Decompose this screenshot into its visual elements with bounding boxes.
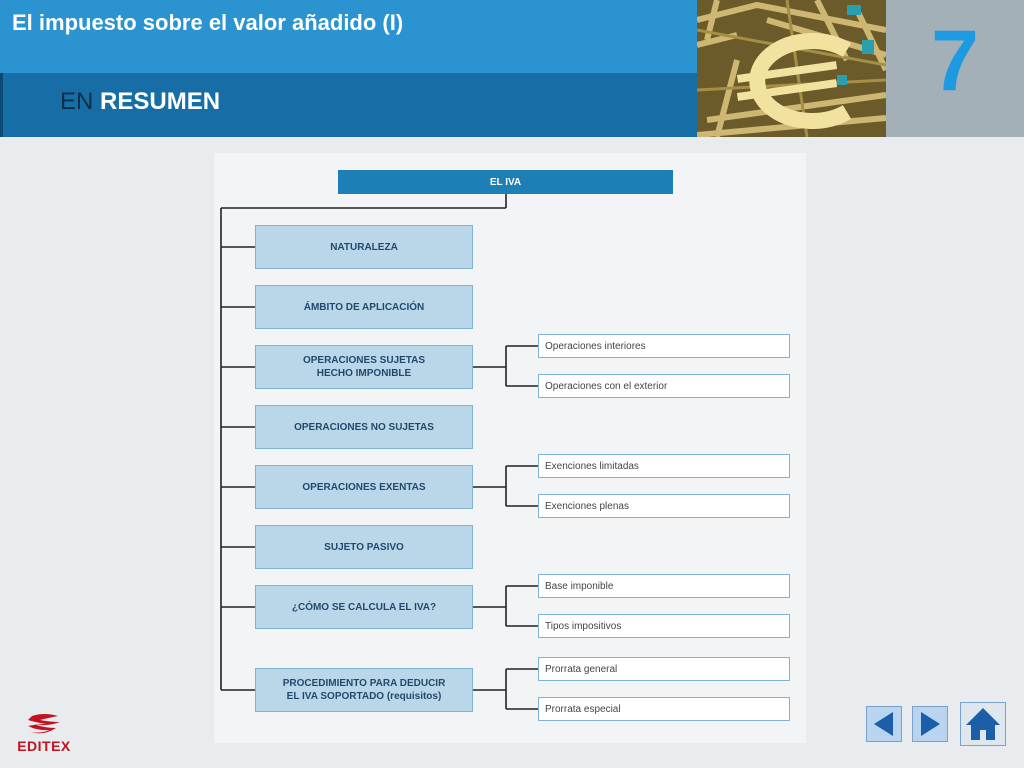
leaf-node-5-1: Exenciones limitadas — [538, 454, 790, 478]
leaf-node-8-2-text: Prorrata especial — [545, 703, 621, 715]
main-node-3: OPERACIONES SUJETAS HECHO IMPONIBLE — [255, 345, 473, 389]
main-node-6-text: SUJETO PASIVO — [324, 541, 404, 553]
editex-logo: EDITEX — [10, 712, 78, 758]
main-node-8-text: EL IVA SOPORTADO (requisitos) — [286, 691, 442, 702]
house-icon — [966, 708, 1000, 740]
logo-text: EDITEX — [17, 738, 71, 754]
leaf-node-3-1-text: Operaciones interiores — [545, 340, 646, 352]
subtitle-rest: RESUMEN — [100, 88, 221, 115]
slide-title: El impuesto sobre el valor añadido (I) — [12, 10, 404, 35]
main-node-6: SUJETO PASIVO — [255, 525, 473, 569]
leaf-node-8-1-text: Prorrata general — [545, 663, 618, 675]
header-bar-bottom — [0, 73, 697, 137]
leaf-node-3-2: Operaciones con el exterior — [538, 374, 790, 398]
main-node-7-text: ¿CÓMO SE CALCULA EL IVA? — [291, 601, 437, 613]
main-node-4: OPERACIONES NO SUJETAS — [255, 405, 473, 449]
diagram-panel: EL IVA NATURALEZA ÁMBITO DE APLICACIÓN OPER… — [214, 153, 806, 743]
connector-lines — [220, 194, 538, 710]
main-node-5: OPERACIONES EXENTAS — [255, 465, 473, 509]
main-node-2: ÁMBITO DE APLICACIÓN — [255, 285, 473, 329]
maze-euro-image — [697, 0, 886, 137]
main-node-1-text: NATURALEZA — [330, 241, 398, 253]
main-node-2-text: ÁMBITO DE APLICACIÓN — [303, 301, 425, 313]
home-button[interactable] — [960, 702, 1006, 746]
slide-subtitle: EN RESUMEN — [60, 88, 220, 116]
triangle-left-icon — [874, 712, 893, 736]
leaf-node-3-2-text: Operaciones con el exterior — [545, 380, 668, 392]
main-node-3-text: OPERACIONES SUJETAS — [302, 355, 426, 366]
leaf-node-7-1: Base imponible — [538, 574, 790, 598]
main-node-4-text: OPERACIONES NO SUJETAS — [294, 421, 434, 433]
leaf-node-7-2: Tipos impositivos — [538, 614, 790, 638]
header-bar-top — [0, 0, 697, 73]
main-node-8-text: PROCEDIMIENTO PARA DEDUCIR — [282, 678, 446, 689]
subtitle-first-word: EN — [60, 88, 94, 115]
root-node-el-iva-text: EL IVA — [489, 176, 522, 188]
main-node-1: NATURALEZA — [255, 225, 473, 269]
leaf-node-5-2-text: Exenciones plenas — [545, 500, 629, 512]
leaf-node-8-2: Prorrata especial — [538, 697, 790, 721]
previous-slide-button[interactable] — [866, 706, 902, 742]
leaf-node-3-1: Operaciones interiores — [538, 334, 790, 358]
main-node-8: PROCEDIMIENTO PARA DEDUCIR EL IVA SOPORTA… — [255, 668, 473, 712]
leaf-node-5-1-text: Exenciones limitadas — [545, 460, 639, 472]
leaf-node-7-1-text: Base imponible — [545, 580, 614, 592]
logo-mark-icon — [28, 714, 60, 734]
leaf-node-8-1: Prorrata general — [538, 657, 790, 681]
leaf-node-7-2-text: Tipos impositivos — [545, 620, 622, 632]
root-node-el-iva: EL IVA — [338, 170, 673, 194]
chapter-number: 7 — [931, 13, 979, 109]
main-node-3-text: HECHO IMPONIBLE — [316, 368, 412, 379]
next-slide-button[interactable] — [912, 706, 948, 742]
leaf-node-5-2: Exenciones plenas — [538, 494, 790, 518]
main-node-5-text: OPERACIONES EXENTAS — [302, 481, 426, 493]
chapter-box: 7 — [886, 0, 1024, 137]
triangle-right-icon — [921, 712, 940, 736]
main-node-7: ¿CÓMO SE CALCULA EL IVA? — [255, 585, 473, 629]
